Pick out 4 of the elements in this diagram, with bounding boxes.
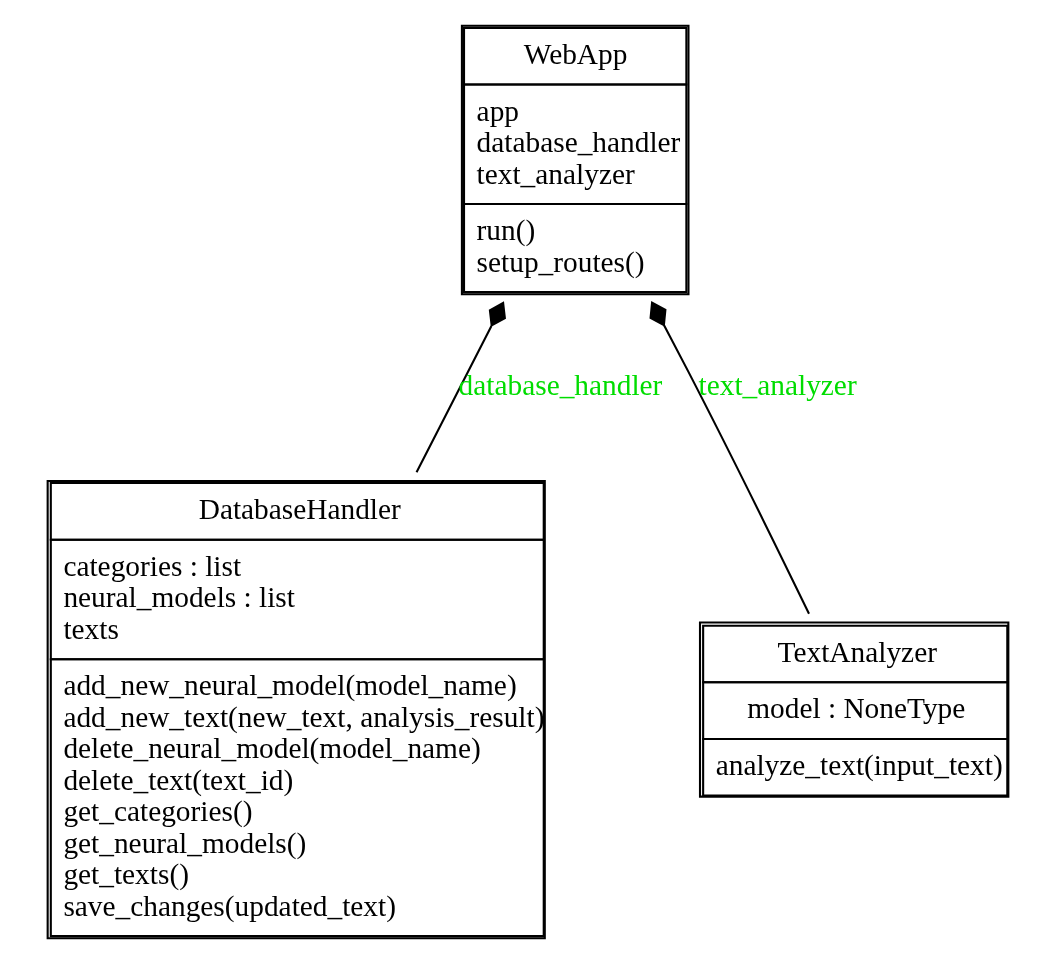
edge-label: text_analyzer	[698, 368, 857, 401]
connector	[415, 300, 506, 473]
edge-label: database_handler	[458, 368, 662, 401]
connector	[648, 300, 810, 614]
